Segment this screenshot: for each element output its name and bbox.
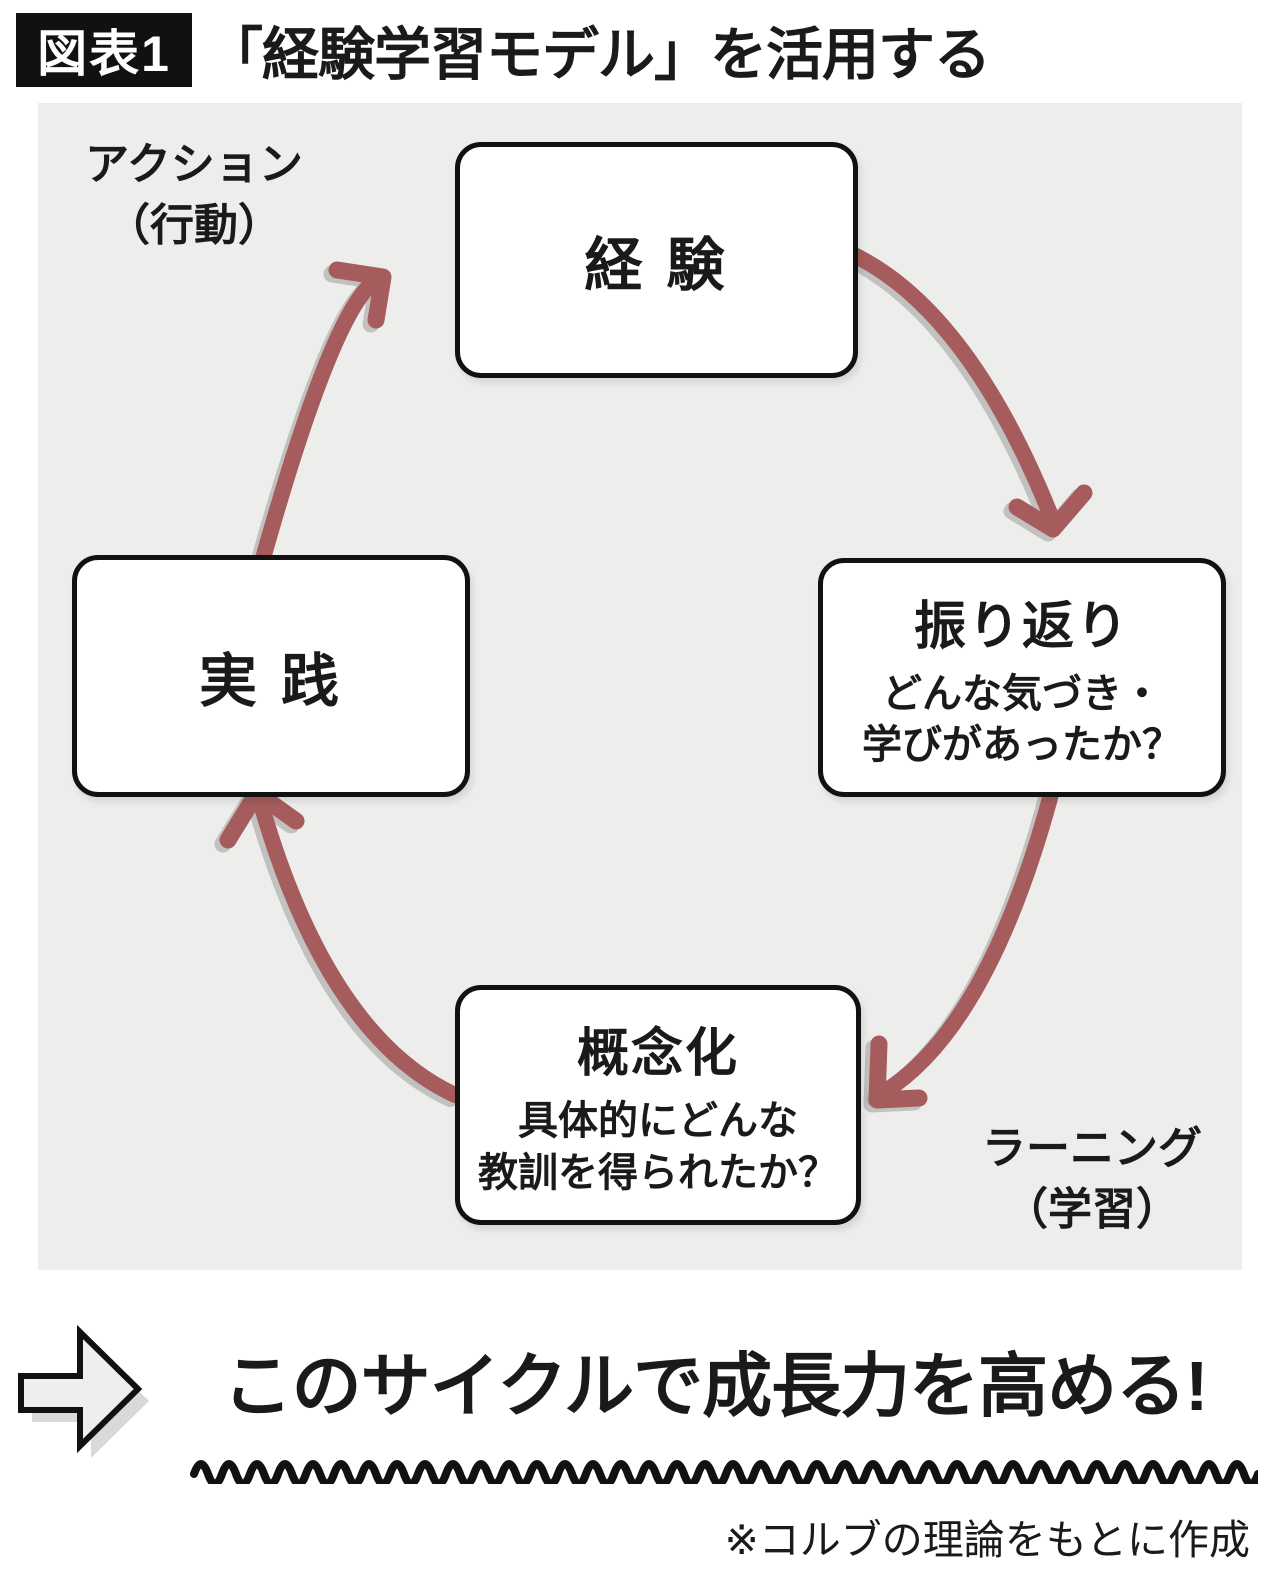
node-reflection-title: 振り返り: [913, 597, 1130, 656]
label-learning-line2: （学習）: [1004, 1184, 1180, 1234]
diagram-panel: アクション （行動） ラーニング （学習） 経 験 振り返り どんな気づき・ 学…: [38, 103, 1242, 1270]
node-conceptualization-sub-line1: 具体的にどんな: [518, 1099, 798, 1144]
node-experience-title: 経 験: [584, 233, 729, 298]
node-reflection-subtitle: どんな気づき・ 学びがあったか？: [862, 669, 1182, 771]
figure-badge: 図表1: [16, 13, 192, 87]
wavy-underline-path: [190, 1460, 1258, 1484]
arrowhead-reflection-to-conceptualization-icon: [868, 1035, 928, 1109]
arrow-reflection-to-conceptualization: [871, 779, 1061, 1103]
wavy-underline: [190, 1460, 1258, 1484]
node-experience: 経 験: [455, 142, 858, 378]
label-action-line1: アクション: [85, 140, 303, 189]
node-reflection-sub-line2: 学びがあったか？: [862, 723, 1182, 767]
node-conceptualization: 概念化 具体的にどんな 教訓を得られたか？: [455, 985, 861, 1225]
slogan: このサイクルで成長力を高める!: [222, 1347, 1209, 1425]
arrow-experience-to-reflection: [842, 245, 1061, 529]
node-conceptualization-subtitle: 具体的にどんな 教訓を得られたか？: [478, 1096, 838, 1198]
right-arrow-icon: [18, 1324, 149, 1458]
figure-badge-label: 図表1: [37, 26, 171, 82]
arrow-practice-to-experience: [256, 271, 388, 563]
node-practice: 実 践: [72, 555, 470, 797]
node-conceptualization-sub-line2: 教訓を得られたか？: [478, 1150, 838, 1195]
node-practice-title: 実 践: [198, 649, 344, 714]
arrowhead-experience-to-reflection-icon: [1008, 484, 1093, 538]
arrowhead-practice-to-experience-icon: [328, 261, 392, 329]
page-title: 「経験学習モデル」を活用する: [206, 23, 991, 87]
label-action-line2: （行動）: [106, 200, 282, 250]
label-learning: ラーニング （学習）: [956, 1119, 1228, 1240]
node-reflection: 振り返り どんな気づき・ 学びがあったか？: [818, 558, 1226, 797]
node-reflection-sub-line1: どんな気づき・: [882, 671, 1162, 716]
node-conceptualization-title: 概念化: [576, 1025, 739, 1084]
credit: ※コルブの理論をもとに作成: [724, 1517, 1250, 1563]
arrow-conceptualization-to-practice: [251, 789, 463, 1103]
label-action: アクション （行動）: [54, 135, 334, 256]
label-learning-line1: ラーニング: [982, 1124, 1202, 1173]
